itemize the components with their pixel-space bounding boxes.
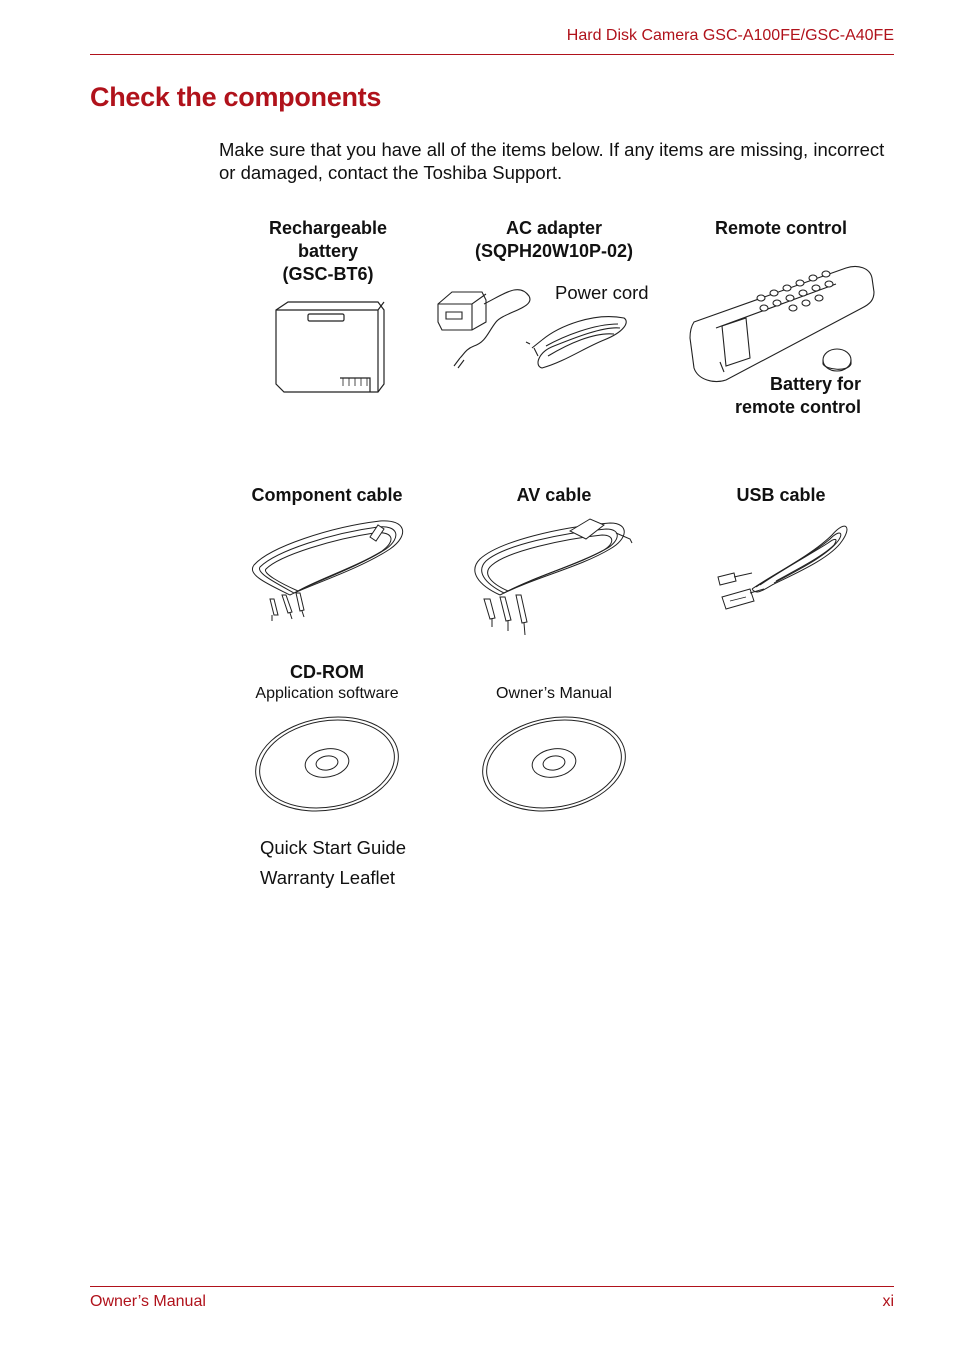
- warranty-leaflet-item: Warranty Leaflet: [260, 867, 396, 888]
- quick-start-guide-item: Quick Start Guide: [260, 837, 407, 858]
- page-number: xi: [882, 1293, 894, 1310]
- cdrom-manual-disc: [480, 715, 628, 813]
- remote-control-illustration: [686, 262, 876, 382]
- footer-rule: [90, 1286, 894, 1287]
- component-cable-label: Component cable: [251, 485, 403, 505]
- header-rule: [90, 54, 894, 55]
- cdrom-label: CD-ROM: [290, 662, 364, 682]
- usb-cable-label: USB cable: [736, 485, 826, 505]
- remote-control-label: Remote control: [714, 218, 847, 238]
- remote-battery-label: Battery for remote control: [734, 374, 861, 417]
- battery-illustration: [270, 300, 390, 395]
- power-cord-label: Power cord: [555, 282, 649, 303]
- page-title: Check the components: [90, 82, 382, 112]
- cdrom-owners-manual-label: Owner’s Manual: [496, 685, 612, 702]
- usb-cable-illustration: [712, 515, 852, 615]
- intro-paragraph: Make sure that you have all of the items…: [219, 139, 885, 183]
- av-cable-label: AV cable: [516, 485, 592, 505]
- ac-adapter-illustration: [434, 282, 634, 377]
- cdrom-application-software-label: Application software: [255, 685, 399, 702]
- footer-manual-title: Owner’s Manual: [90, 1293, 206, 1310]
- cdrom-application-disc: [253, 715, 401, 813]
- ac-adapter-label: AC adapter (SQPH20W10P-02): [474, 218, 634, 261]
- running-header: Hard Disk Camera GSC-A100FE/GSC-A40FE: [566, 27, 894, 44]
- av-cable-illustration: [470, 515, 640, 643]
- battery-label: Rechargeable battery (GSC-BT6): [268, 218, 388, 284]
- component-cable-illustration: [250, 515, 410, 633]
